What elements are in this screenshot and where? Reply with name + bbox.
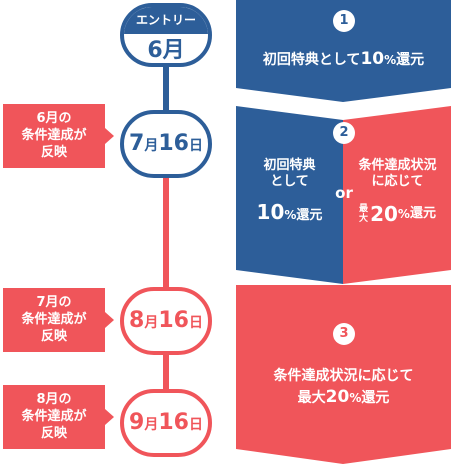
panel-2-right-tail: 還元 xyxy=(409,206,436,221)
tag-july-reflected: 7月の 条件達成が 反映 xyxy=(3,288,114,352)
tag-line: 8月の xyxy=(36,392,72,407)
panel-2-left: 初回特典 として 10%還元 xyxy=(236,158,343,224)
panel-1-shape xyxy=(236,0,451,102)
tag-line: 反映 xyxy=(40,426,67,441)
panel-1-text-b: 還元 xyxy=(396,52,425,68)
entry-label: エントリー xyxy=(124,7,208,34)
node-month-number: 8 xyxy=(129,308,145,333)
tag-line: 条件達成が xyxy=(21,312,87,327)
panel-2-right-line1: 条件達成状況 xyxy=(358,158,437,173)
node-day-unit: 日 xyxy=(188,315,203,331)
panel-3-line1: 条件達成状況に応じて xyxy=(273,368,414,384)
node-month-unit: 月 xyxy=(144,315,159,331)
node-day-unit: 日 xyxy=(188,417,203,433)
node-month-number: 7 xyxy=(129,131,145,156)
step-number-2: 2 xyxy=(333,122,355,144)
entry-month: 6月 xyxy=(147,38,185,63)
tag-line: 7月の xyxy=(36,295,72,310)
panel-3-percent: % xyxy=(349,391,362,405)
panel-2-right-line2: に応じて xyxy=(371,174,424,189)
tag-june-reflected: 6月の 条件達成が 反映 xyxy=(3,104,114,168)
panel-2-left-line2: として xyxy=(270,174,309,189)
node-day-number: 16 xyxy=(158,410,189,435)
panel-3-number: 20 xyxy=(325,387,350,407)
node-month-unit: 月 xyxy=(144,417,159,433)
panel-2-left-percent: % xyxy=(284,208,297,222)
timeline-line-blue xyxy=(163,60,169,135)
panel-2: 2 初回特典 として 10%還元 or 条件達成状況 に応じて 最 大 20%還… xyxy=(236,106,451,284)
panel-1-text: 初回特典として10%還元 xyxy=(236,49,451,69)
timeline-node-sep-16: 9月16日 xyxy=(120,389,212,457)
node-month-number: 9 xyxy=(129,410,145,435)
node-month-unit: 月 xyxy=(144,138,159,154)
panel-backgrounds xyxy=(236,0,451,464)
step-number-1: 1 xyxy=(333,10,355,32)
tag-line: 反映 xyxy=(40,329,67,344)
panel-3-line2: 最大20%還元 xyxy=(236,387,451,407)
panel-2-right-prefix1: 最 xyxy=(359,204,369,214)
tag-line: 条件達成が xyxy=(21,128,87,143)
panel-1: 1 初回特典として10%還元 xyxy=(236,0,451,100)
panel-3: 3 条件達成状況に応じて 最大20%還元 xyxy=(236,285,451,455)
panel-2-right-number: 20 xyxy=(370,202,398,226)
node-day-number: 16 xyxy=(158,131,189,156)
panel-2-right-prefix2: 大 xyxy=(359,214,369,224)
panel-2-left-line1: 初回特典 xyxy=(263,158,316,173)
panel-2-right-percent: % xyxy=(397,207,410,221)
tag-august-reflected: 8月の 条件達成が 反映 xyxy=(3,385,114,449)
panel-2-right-shape xyxy=(343,106,451,284)
node-day-unit: 日 xyxy=(188,138,203,154)
panel-1-number: 10 xyxy=(360,49,385,69)
timeline-node-aug-16: 8月16日 xyxy=(120,287,212,355)
panel-1-text-a: 初回特典として xyxy=(262,52,361,68)
panel-2-left-tail: 還元 xyxy=(296,208,323,223)
or-label: or xyxy=(335,184,353,202)
tag-line: 反映 xyxy=(40,145,67,160)
panel-1-percent: % xyxy=(384,53,397,67)
panel-3-shape xyxy=(236,285,451,464)
panel-3-tail: 還元 xyxy=(361,390,390,406)
panel-3-prefix: 最大 xyxy=(297,390,326,406)
step-number-3: 3 xyxy=(333,323,355,345)
panel-2-right: 条件達成状況 に応じて 最 大 20%還元 xyxy=(344,158,451,224)
panel-2-left-shape xyxy=(236,106,343,284)
tag-line: 条件達成が xyxy=(21,409,87,424)
tag-line: 6月の xyxy=(36,111,72,126)
entry-node: エントリー 6月 xyxy=(120,3,212,67)
timeline-node-jul-16: 7月16日 xyxy=(120,110,212,178)
panel-2-left-number: 10 xyxy=(256,200,285,224)
node-day-number: 16 xyxy=(158,308,189,333)
